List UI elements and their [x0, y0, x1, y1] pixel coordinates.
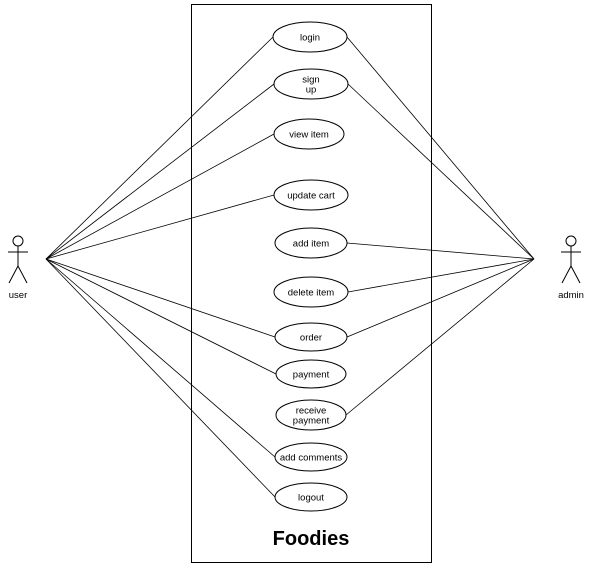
use-case-update-cart-label: update cart [287, 191, 335, 202]
admin-to-login-association [346, 36, 535, 260]
use-case-add-item-label: add item [293, 239, 330, 250]
admin-to-receive-payment-association [345, 258, 535, 416]
use-case-payment-label: payment [293, 370, 330, 381]
user-to-login-association [45, 36, 274, 260]
admin-to-order-association [346, 258, 535, 338]
use-case-order-ellipse [274, 322, 348, 352]
use-case-login-label: login [300, 33, 320, 44]
admin-to-sign-up-association [347, 83, 535, 260]
use-case-logout-label: logout [298, 493, 324, 504]
use-case-delete-item-ellipse [273, 276, 349, 308]
user-actor-label: user [9, 290, 27, 301]
use-case-receive-payment-label: receive [296, 406, 327, 417]
user-actor-left-leg [8, 265, 19, 284]
user-actor [8, 235, 28, 284]
use-case-payment-ellipse [275, 359, 347, 389]
use-case-view-item-ellipse [273, 118, 345, 150]
admin-to-delete-item-association [347, 258, 535, 293]
use-case-sign-up-label: sign [302, 75, 319, 86]
user-to-order-association [45, 258, 276, 338]
use-case-sign-up-label: up [306, 85, 317, 96]
user-to-view-item-association [45, 133, 275, 260]
user-to-logout-association [45, 258, 276, 498]
user-to-update-cart-association [45, 194, 275, 260]
use-case-login: login [272, 21, 348, 53]
user-to-add-comments-association [45, 258, 276, 458]
use-case-add-item-ellipse [274, 227, 348, 259]
use-case-order-label: order [300, 333, 322, 344]
admin-actor-label: admin [558, 290, 584, 301]
use-case-delete-item: delete item [273, 276, 349, 308]
system-boundary [191, 4, 432, 563]
admin-to-add-item-association [346, 242, 535, 260]
admin-actor-left-leg [561, 265, 572, 284]
user-actor-head [12, 235, 24, 247]
use-case-add-comments-label: add comments [280, 453, 343, 464]
use-case-payment: payment [275, 359, 347, 389]
use-case-delete-item-label: delete item [288, 288, 335, 299]
use-case-add-item: add item [274, 227, 348, 259]
use-case-sign-up-ellipse [273, 68, 349, 100]
use-case-logout-ellipse [274, 482, 348, 512]
use-case-receive-payment-ellipse [275, 399, 347, 431]
use-case-update-cart: update cart [273, 179, 349, 211]
use-case-add-comments-ellipse [274, 442, 348, 472]
use-case-receive-payment-label: payment [293, 416, 330, 427]
use-case-view-item: view item [273, 118, 345, 150]
association-lines [45, 36, 535, 498]
system-title: Foodies [273, 528, 350, 550]
user-actor-right-leg [17, 265, 28, 284]
user-to-sign-up-association [45, 83, 275, 260]
use-case-update-cart-ellipse [273, 179, 349, 211]
use-case-add-comments: add comments [274, 442, 348, 472]
admin-actor-head [565, 235, 577, 247]
admin-actor [561, 235, 581, 284]
user-to-payment-association [45, 258, 277, 375]
use-case-order: order [274, 322, 348, 352]
use-case-login-ellipse [272, 21, 348, 53]
use-case-logout: logout [274, 482, 348, 512]
admin-actor-right-leg [570, 265, 581, 284]
use-case-view-item-label: view item [289, 130, 329, 141]
